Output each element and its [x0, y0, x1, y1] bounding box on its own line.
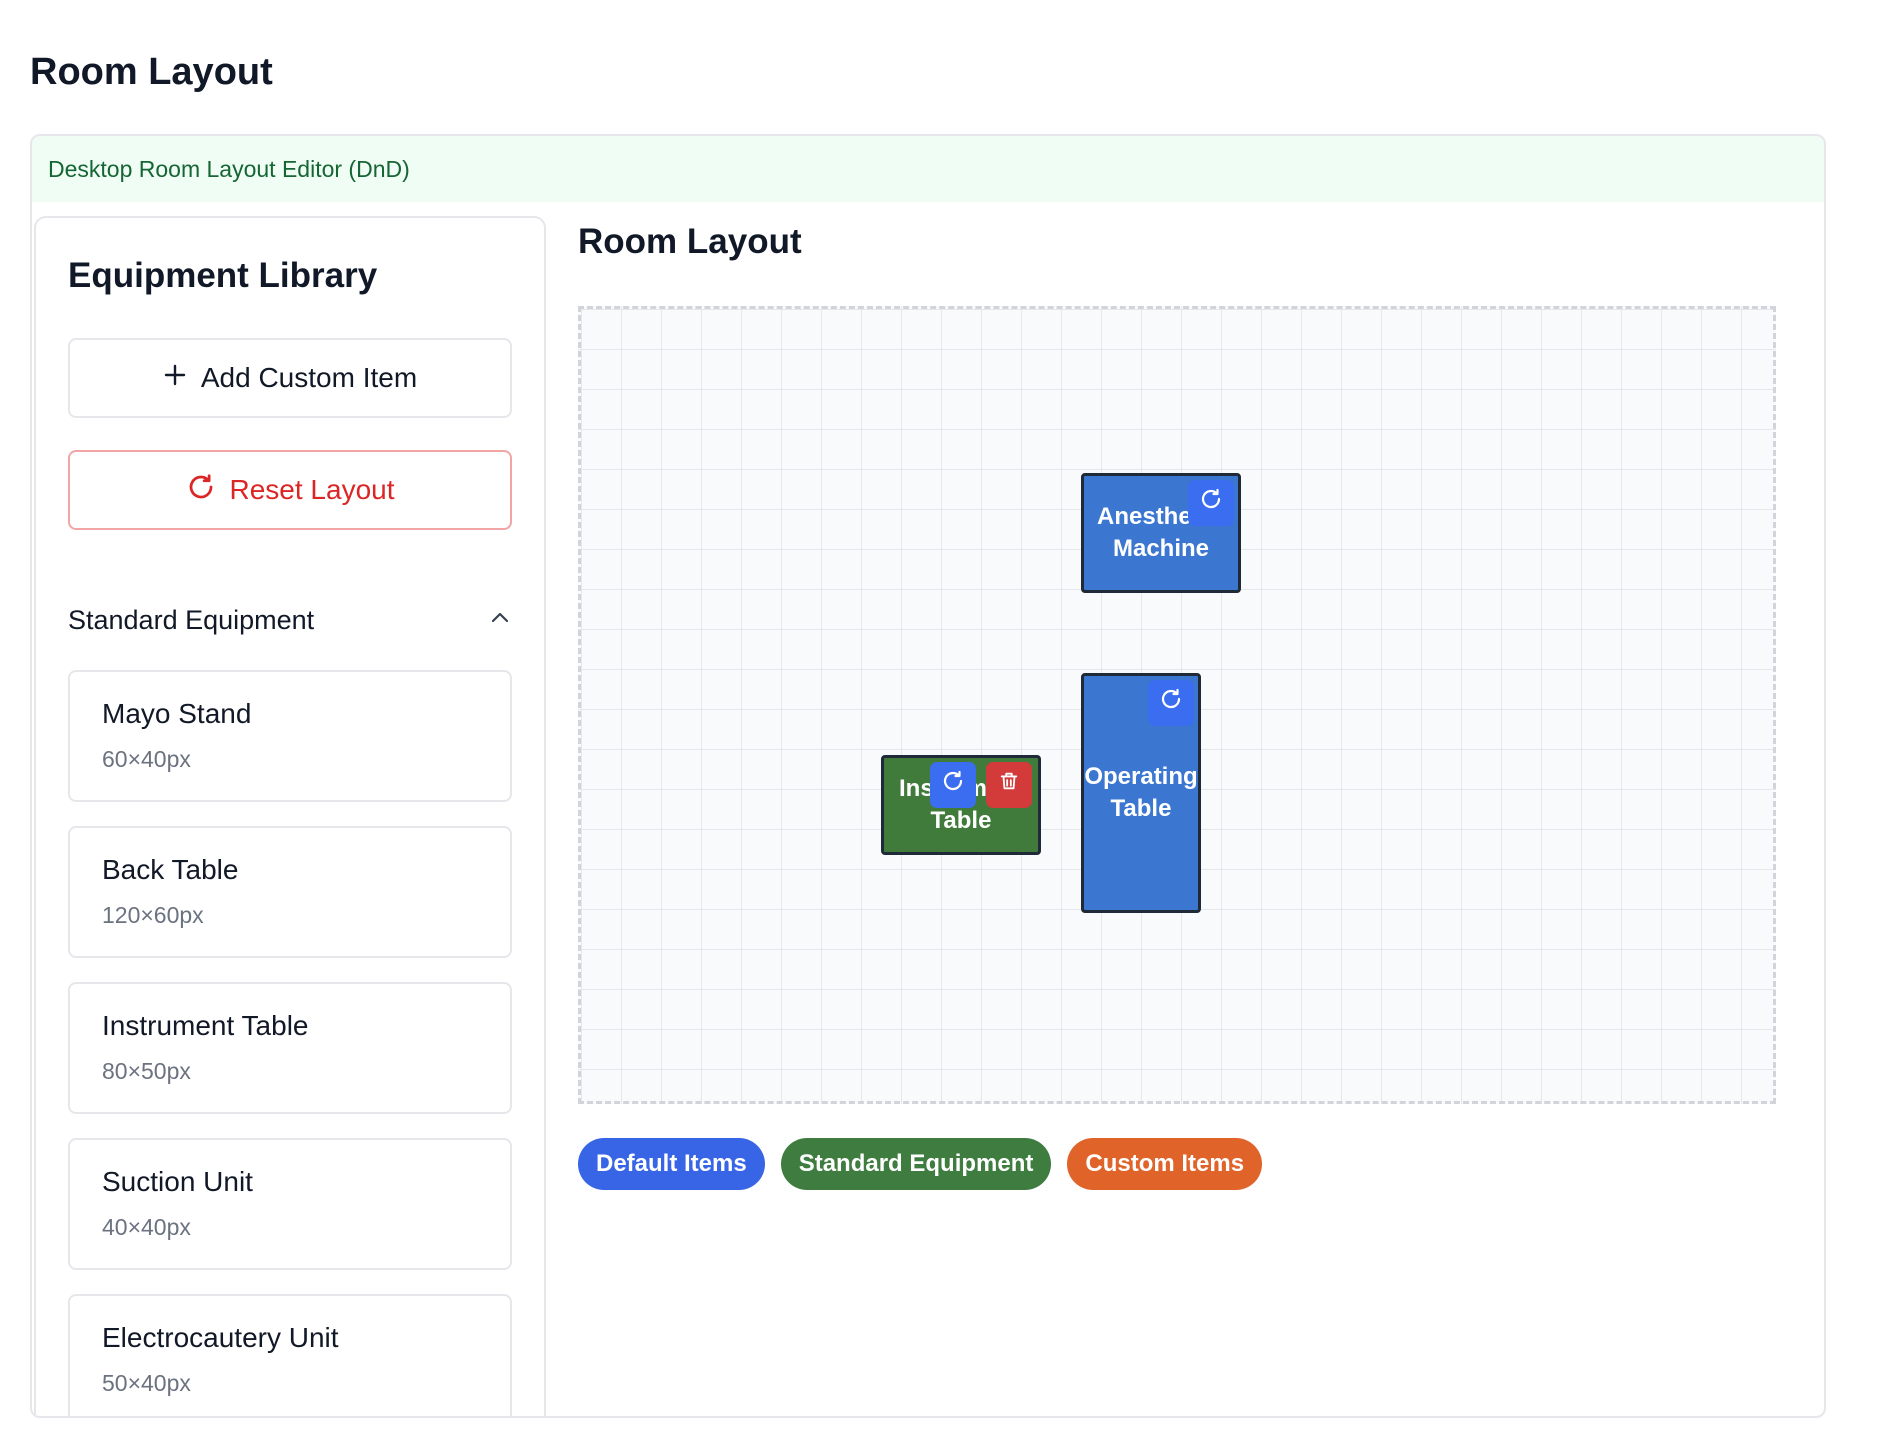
- reset-icon: [186, 472, 216, 509]
- library-item-mayo-stand[interactable]: Mayo Stand 60×40px: [68, 670, 512, 802]
- rotate-icon: [1199, 487, 1223, 520]
- reset-layout-button[interactable]: Reset Layout: [68, 450, 512, 530]
- placed-item-anesthesia-machine[interactable]: Anesthesia Machine: [1081, 473, 1241, 593]
- library-item-name: Mayo Stand: [102, 698, 252, 729]
- chevron-up-icon: [488, 606, 512, 635]
- delete-button[interactable]: [986, 762, 1032, 808]
- library-item-size: 60×40px: [102, 746, 191, 772]
- placed-item-operating-table[interactable]: Operating Table: [1081, 673, 1201, 913]
- color-legend: Default Items Standard Equipment Custom …: [578, 1138, 1263, 1190]
- library-item-instrument-table[interactable]: Instrument Table 80×50px: [68, 982, 512, 1114]
- legend-default-items: Default Items: [578, 1138, 765, 1190]
- library-item-suction-unit[interactable]: Suction Unit 40×40px: [68, 1138, 512, 1270]
- trash-icon: [998, 769, 1020, 801]
- page-title: Room Layout: [30, 51, 273, 93]
- library-item-name: Suction Unit: [102, 1166, 253, 1197]
- room-layout-canvas[interactable]: Anesthesia Machine Operating Table Instr…: [578, 306, 1776, 1104]
- rotate-button[interactable]: [1188, 480, 1234, 526]
- library-item-size: 50×40px: [102, 1370, 191, 1396]
- library-item-size: 80×50px: [102, 1058, 191, 1084]
- reset-layout-label: Reset Layout: [229, 474, 395, 505]
- rotate-icon: [941, 769, 965, 802]
- rotate-button[interactable]: [1148, 680, 1194, 726]
- add-custom-item-label: Add Custom Item: [200, 362, 418, 393]
- legend-custom-items: Custom Items: [1067, 1138, 1263, 1190]
- legend-standard-equipment: Standard Equipment: [780, 1138, 1052, 1190]
- standard-equipment-section-toggle[interactable]: Standard Equipment: [68, 598, 512, 642]
- editor-banner: Desktop Room Layout Editor (DnD): [32, 136, 1824, 202]
- library-item-electrocautery-unit[interactable]: Electrocautery Unit 50×40px: [68, 1294, 512, 1416]
- room-layout-title: Room Layout: [578, 222, 802, 261]
- library-item-back-table[interactable]: Back Table 120×60px: [68, 826, 512, 958]
- plus-icon: [163, 362, 187, 394]
- library-item-size: 120×60px: [102, 902, 204, 928]
- add-custom-item-button[interactable]: Add Custom Item: [68, 338, 512, 418]
- equipment-label: Operating Table: [1084, 763, 1198, 822]
- rotate-icon: [1159, 687, 1183, 720]
- equipment-library-panel: Equipment Library Add Custom Item Reset …: [34, 216, 546, 1416]
- library-item-size: 40×40px: [102, 1214, 191, 1240]
- library-item-name: Instrument Table: [102, 1010, 309, 1041]
- rotate-button[interactable]: [930, 762, 976, 808]
- library-item-name: Back Table: [102, 854, 239, 885]
- equipment-library-title: Equipment Library: [68, 256, 378, 295]
- library-item-name: Electrocautery Unit: [102, 1322, 339, 1353]
- section-title: Standard Equipment: [68, 604, 315, 635]
- placed-item-instrument-table[interactable]: Instrument Table: [881, 755, 1041, 855]
